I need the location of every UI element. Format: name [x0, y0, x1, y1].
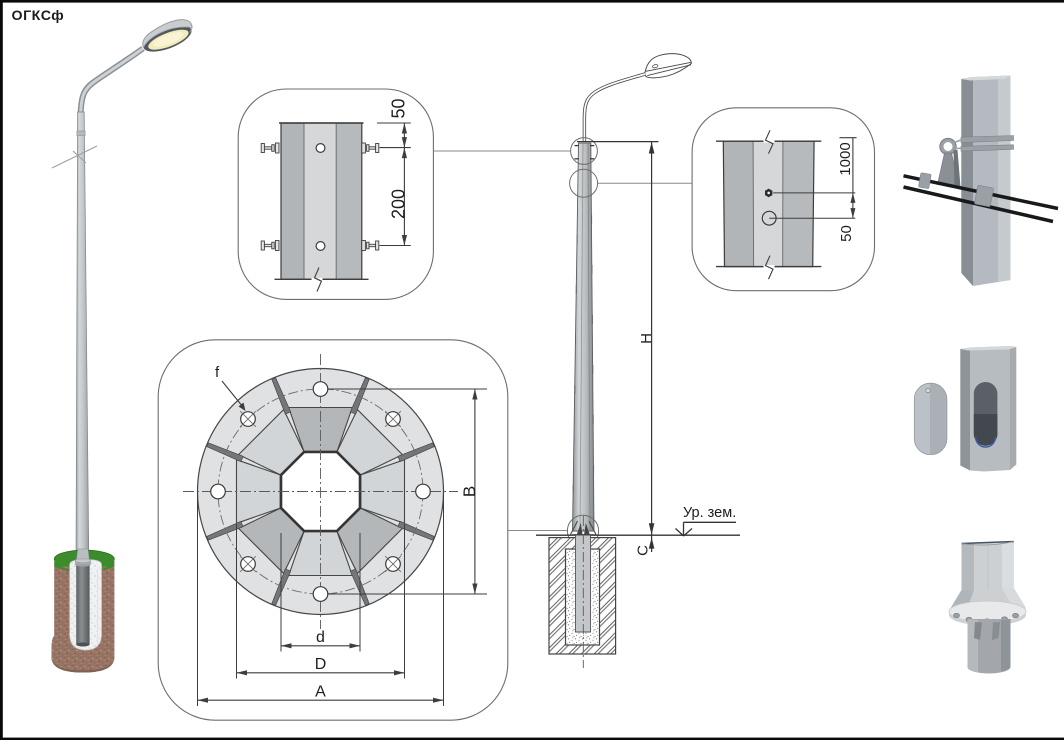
svg-text:50: 50: [838, 225, 855, 242]
svg-text:d: d: [316, 629, 325, 646]
svg-text:D: D: [315, 656, 327, 673]
svg-text:200: 200: [389, 189, 409, 219]
svg-text:A: A: [315, 684, 326, 701]
svg-text:Ур. зем.: Ур. зем.: [683, 505, 736, 521]
svg-text:C: C: [635, 545, 652, 556]
svg-text:50: 50: [389, 98, 409, 118]
svg-text:B: B: [460, 486, 479, 497]
svg-text:1000: 1000: [837, 142, 854, 175]
svg-text:H: H: [638, 333, 655, 344]
svg-text:ОГКСф: ОГКСф: [12, 8, 65, 24]
svg-text:f: f: [215, 364, 220, 381]
